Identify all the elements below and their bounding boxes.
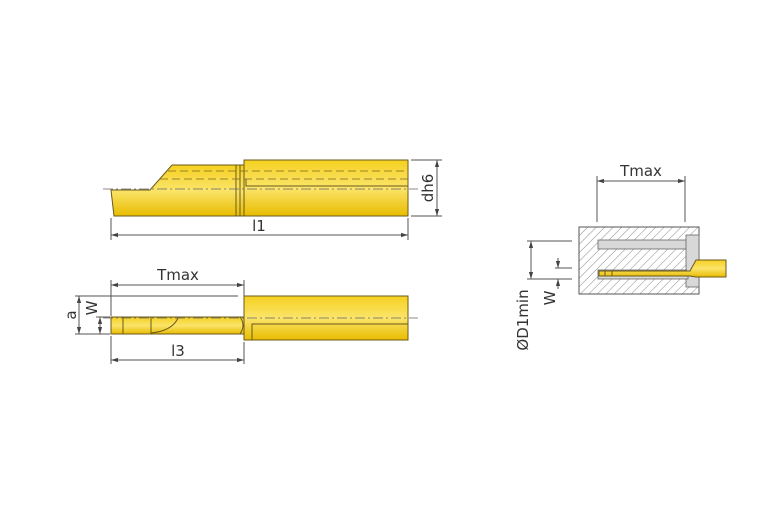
dim-l1: l1	[252, 217, 266, 235]
dim-w-side: W	[83, 300, 101, 315]
dim-w-section: W	[541, 290, 559, 305]
section-view: Tmax ØD1min W	[514, 162, 727, 351]
dim-dh6: dh6	[419, 174, 437, 203]
top-view-tool: dh6 l1	[103, 159, 442, 240]
side-view-tool: Tmax l3 a W	[62, 266, 418, 364]
dim-tmax-section: Tmax	[619, 162, 662, 180]
dim-tmax-side: Tmax	[156, 266, 199, 284]
dim-a: a	[62, 310, 80, 319]
dim-l3: l3	[171, 342, 185, 360]
dim-d1min: ØD1min	[514, 289, 532, 350]
